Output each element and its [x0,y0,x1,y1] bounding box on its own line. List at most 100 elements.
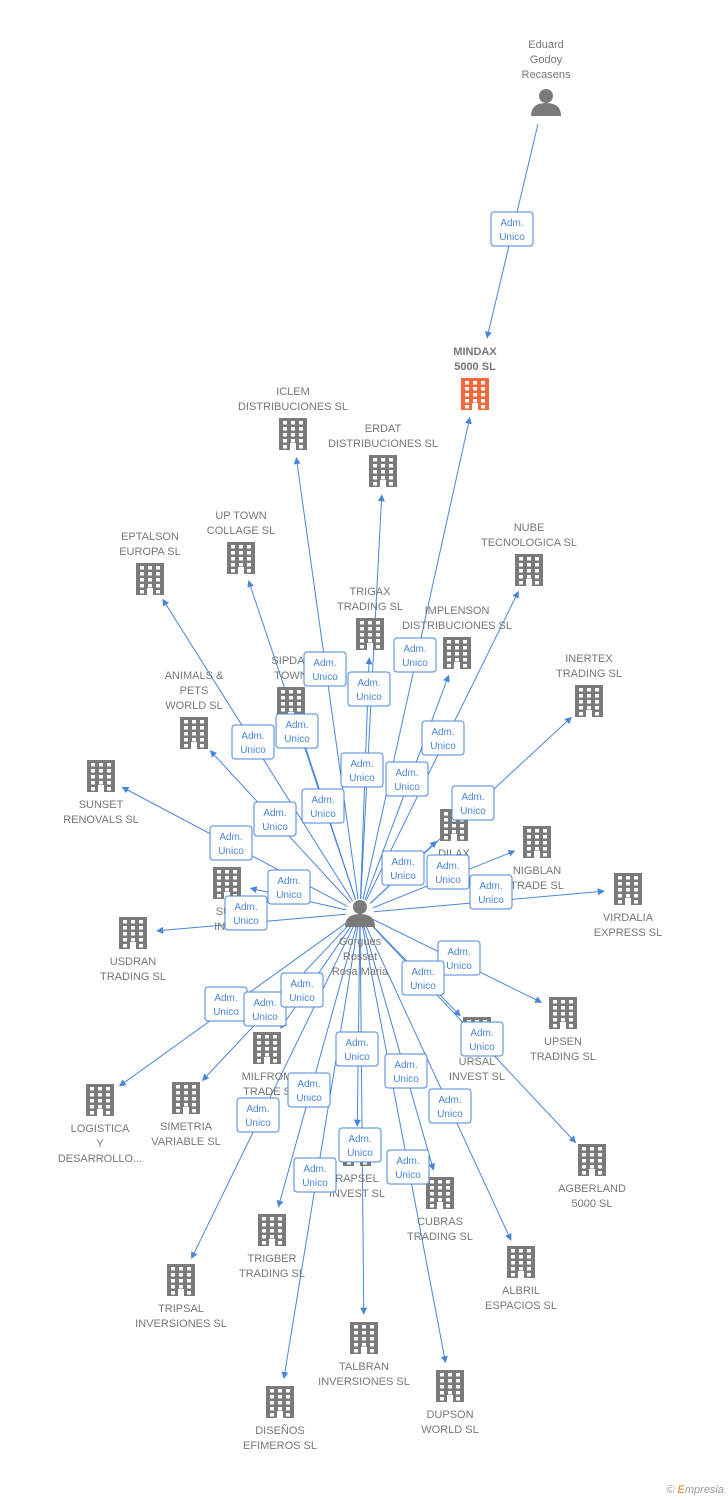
building-window [184,1103,188,1107]
role-badge-gorgues-sipdal[interactable]: Adm.Unico [301,788,345,824]
building-window [270,1389,274,1393]
role-badge-gorgues-nube[interactable]: Adm.Unico [421,720,465,756]
building-window [598,1159,602,1163]
building-window [171,1267,175,1271]
building-window [511,1249,515,1253]
role-badge-line1: Adm. [394,1060,417,1071]
building-window [262,1223,266,1227]
role-badge-gorgues-albril[interactable]: Adm.Unico [428,1088,472,1124]
building-window [107,787,111,791]
role-badge-gorgues-cubras[interactable]: Adm.Unico [384,1053,428,1089]
building-window [192,1103,196,1107]
building-window [131,932,135,936]
role-badge-line2: Unico [460,806,486,817]
building-window [270,1223,274,1227]
role-badge-gorgues-dilax[interactable]: Adm.Unico [381,850,425,886]
role-badge-gorgues-upsen[interactable]: Adm.Unico [437,940,481,976]
node-label-iclem: ICLEM [276,386,310,398]
role-badge-gorgues-animals[interactable]: Adm.Unico [253,801,297,837]
building-window [265,1047,269,1051]
role-badge-gorgues-usdran[interactable]: Adm.Unico [224,895,268,931]
node-label-trigax: TRIGAX [350,586,392,598]
role-badge-gorgues-milfrom[interactable]: Adm.Unico [280,972,324,1008]
role-badge-eduard-mindax[interactable]: Adm.Unico [490,211,534,247]
role-badge-gorgues-nigblan[interactable]: Adm.Unico [426,854,470,890]
role-badge-gorgues-sunset[interactable]: Adm.Unico [209,825,253,861]
node-logistica[interactable]: LOGISTICAYDESARROLLO... [58,1084,142,1165]
building-window [465,381,469,385]
role-badge-gorgues-talbran[interactable]: Adm.Unico [338,1127,382,1163]
building-window [283,445,287,449]
role-badge-gorgues-iclem[interactable]: Adm.Unico [303,651,347,687]
building-window [179,1273,183,1277]
building-window [187,1291,191,1295]
brand-footer[interactable]: ©Empresia [666,1484,724,1496]
role-badge-gorgues-implenson[interactable]: Adm.Unico [385,761,429,797]
node-label-nube: NUBE [514,522,545,534]
role-badge-gorgues-rapsel[interactable]: Adm.Unico [335,1031,379,1067]
role-badge-gorgues-ursal[interactable]: Adm.Unico [401,960,445,996]
building-window [527,1249,531,1253]
role-badge-gorgues-logistica[interactable]: Adm.Unico [204,986,248,1022]
building-window [440,1379,444,1383]
role-badge-line1: Adm. [447,947,470,958]
building-window [192,1109,196,1113]
building-window [463,664,467,668]
building-window [200,720,204,724]
building-window [187,1273,191,1277]
role-badge-gorgues-sub[interactable]: Adm.Unico [267,869,311,905]
building-window [299,433,303,437]
building-door [367,643,373,650]
building-door [277,1411,283,1418]
role-badge-line1: Adm. [396,1156,419,1167]
role-badge-gorgues-trigber[interactable]: Adm.Unico [287,1072,331,1108]
building-window [123,944,127,948]
role-badge-gorgues-trigax[interactable]: Adm.Unico [340,752,384,788]
node-label-eptalson: EUROPA SL [119,546,181,558]
role-badge-gorgues-simetria[interactable]: Adm.Unico [243,991,287,1027]
building-window [99,781,103,785]
building-window [289,702,293,706]
role-badge-gorgues-agberland[interactable]: Adm.Unico [460,1021,504,1057]
role-badge-gorgues-dupson[interactable]: Adm.Unico [386,1149,430,1185]
role-badge-gorgues-mindax[interactable]: Adm.Unico [393,637,437,673]
role-badge-gorgues-disenos[interactable]: Adm.Unico [293,1157,337,1193]
role-badge-gorgues-eptalson[interactable]: Adm.Unico [231,724,275,760]
role-badge-gorgues-inertex[interactable]: Adm.Unico [451,785,495,821]
building-window [278,1389,282,1393]
role-badge-gorgues-uptown[interactable]: Adm.Unico [275,713,319,749]
edge-gorgues-disenos [281,926,359,1380]
role-badge-gorgues-tripsal[interactable]: Adm.Unico [236,1097,280,1133]
role-badge-gorgues-virdalia[interactable]: Adm.Unico [469,874,513,910]
role-badge-gorgues-erdat[interactable]: Adm.Unico [347,671,391,707]
